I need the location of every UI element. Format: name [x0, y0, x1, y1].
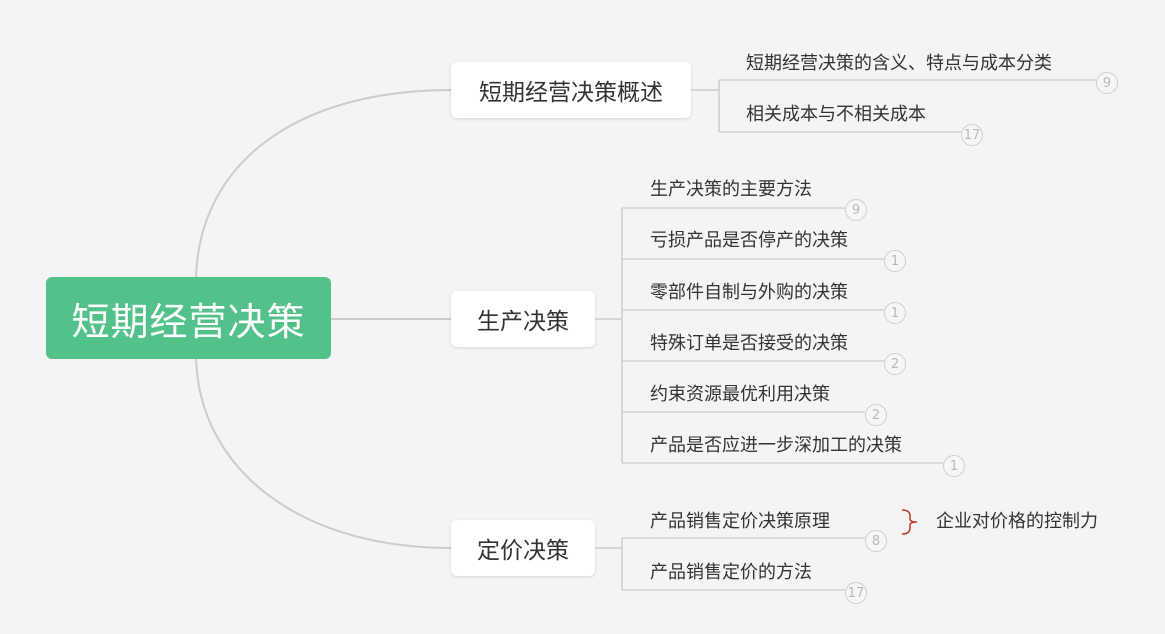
- count-value: 1: [890, 305, 900, 321]
- branch-overview[interactable]: 短期经营决策概述: [451, 62, 691, 118]
- count-value: 17: [963, 127, 981, 143]
- subtopic-label: 短期经营决策的含义、特点与成本分类: [746, 53, 1052, 74]
- subtopic-label: 亏损产品是否停产的决策: [650, 230, 848, 251]
- subtopic-label: 生产决策的主要方法: [650, 179, 812, 200]
- subtopic-item[interactable]: 产品销售定价的方法: [650, 561, 812, 585]
- summary-note[interactable]: 企业对价格的控制力: [936, 510, 1098, 534]
- subtopic-connectors: [595, 79, 1096, 591]
- subtopic-item[interactable]: 相关成本与不相关成本: [746, 103, 926, 127]
- subtopic-label: 产品是否应进一步深加工的决策: [650, 435, 902, 456]
- root-topic-label: 短期经营决策: [71, 299, 306, 344]
- count-badge[interactable]: 9: [845, 199, 867, 221]
- root-link: [195, 358, 452, 549]
- count-badge[interactable]: 17: [961, 124, 983, 146]
- branch-label: 短期经营决策概述: [479, 80, 663, 106]
- count-badge[interactable]: 1: [884, 250, 906, 272]
- subtopic-item[interactable]: 短期经营决策的含义、特点与成本分类: [746, 52, 1052, 76]
- count-value: 17: [847, 585, 865, 601]
- subtopic-item[interactable]: 零部件自制与外购的决策: [650, 281, 848, 305]
- count-value: 1: [890, 253, 900, 269]
- subtopic-item[interactable]: 产品销售定价决策原理: [650, 510, 830, 534]
- subtopic-item[interactable]: 约束资源最优利用决策: [650, 383, 830, 407]
- count-badge[interactable]: 2: [884, 353, 906, 375]
- count-badge[interactable]: 1: [943, 455, 965, 477]
- root-link: [195, 89, 452, 278]
- subtopic-label: 零部件自制与外购的决策: [650, 282, 848, 303]
- count-value: 8: [871, 533, 881, 549]
- branch-label: 生产决策: [477, 309, 569, 335]
- branch-pricing[interactable]: 定价决策: [451, 520, 595, 576]
- subtopic-label: 产品销售定价的方法: [650, 562, 812, 583]
- root-connectors: [195, 89, 452, 549]
- count-badge[interactable]: 17: [845, 582, 867, 604]
- count-value: 1: [949, 458, 959, 474]
- subtopic-item[interactable]: 亏损产品是否停产的决策: [650, 229, 848, 253]
- count-badge[interactable]: 1: [884, 302, 906, 324]
- count-badge[interactable]: 8: [865, 530, 887, 552]
- subtopic-item[interactable]: 特殊订单是否接受的决策: [650, 332, 848, 356]
- summary-braces: [901, 509, 918, 535]
- subtopic-label: 相关成本与不相关成本: [746, 104, 926, 125]
- count-value: 2: [871, 407, 881, 423]
- summary-brace: [901, 509, 918, 535]
- subtopic-label: 产品销售定价决策原理: [650, 511, 830, 532]
- branch-production[interactable]: 生产决策: [451, 291, 595, 347]
- root-topic[interactable]: 短期经营决策: [46, 277, 331, 359]
- subtopic-item[interactable]: 生产决策的主要方法: [650, 178, 812, 202]
- count-value: 2: [890, 356, 900, 372]
- subtopic-label: 特殊订单是否接受的决策: [650, 333, 848, 354]
- subtopic-label: 约束资源最优利用决策: [650, 384, 830, 405]
- count-value: 9: [1102, 75, 1112, 91]
- subtopic-item[interactable]: 产品是否应进一步深加工的决策: [650, 434, 902, 458]
- count-badge[interactable]: 2: [865, 404, 887, 426]
- summary-label: 企业对价格的控制力: [936, 511, 1098, 532]
- count-value: 9: [851, 202, 861, 218]
- branch-label: 定价决策: [477, 538, 569, 564]
- count-badge[interactable]: 9: [1096, 72, 1118, 94]
